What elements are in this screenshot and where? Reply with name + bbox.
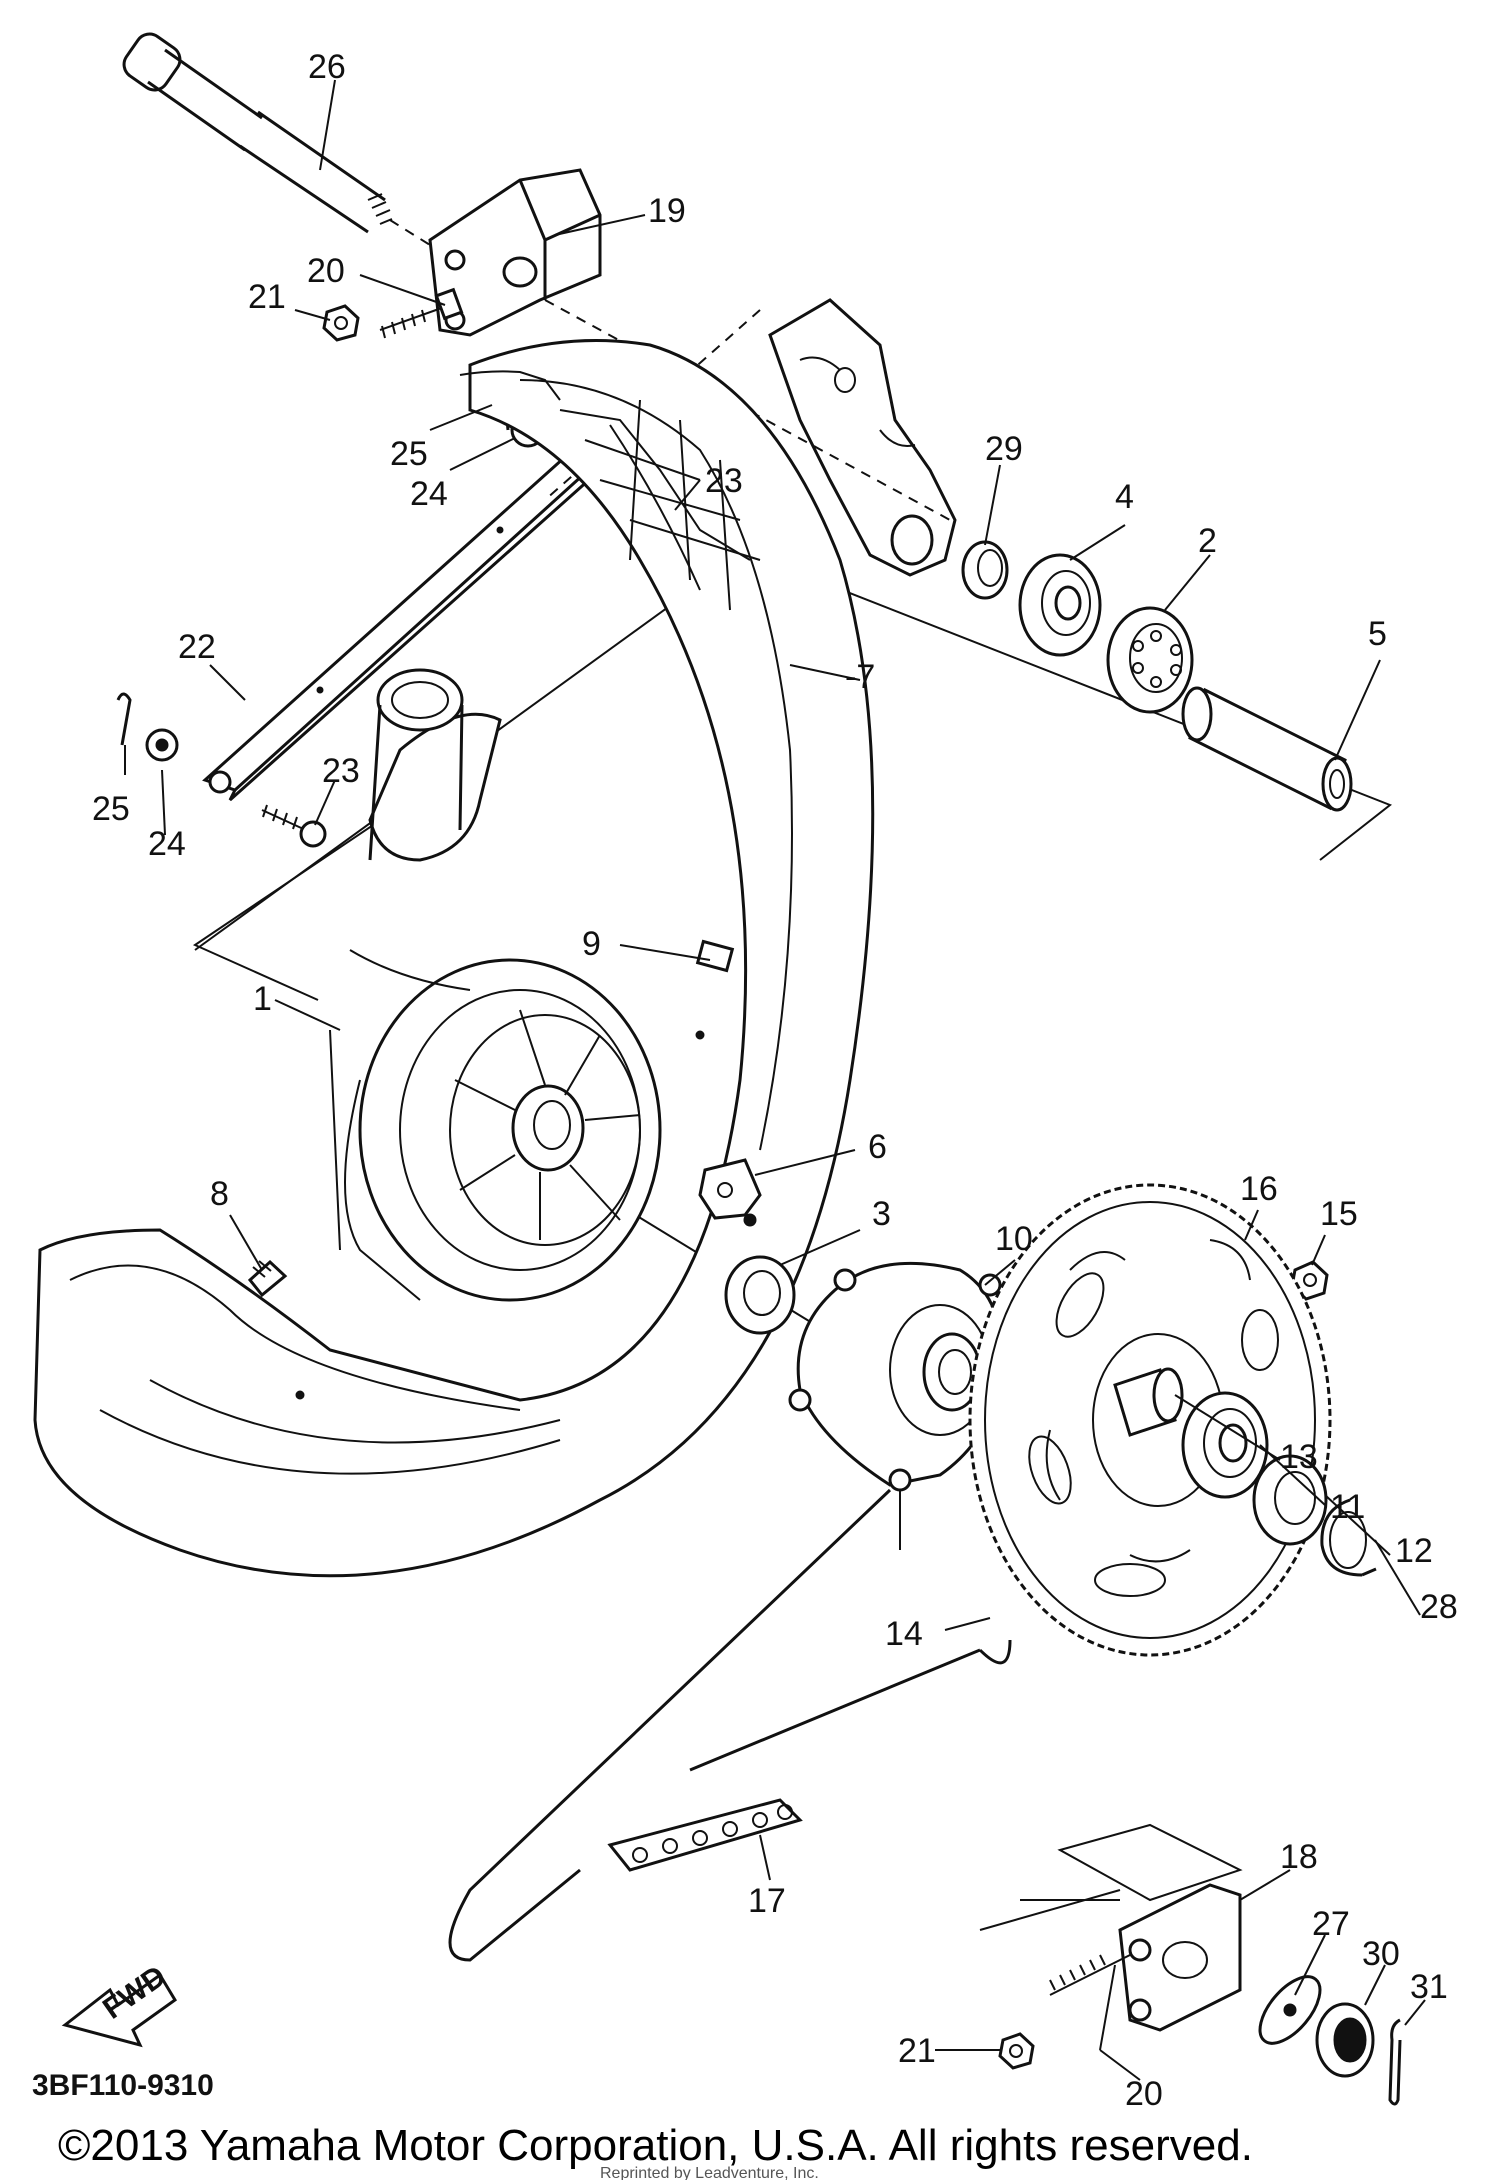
callout-20-top: 20 (307, 252, 345, 290)
callout-5: 5 (1368, 615, 1387, 653)
callout-31: 31 (1410, 1968, 1448, 2006)
nut-part-21-top (322, 304, 360, 342)
cotter-pin-part-31 (1388, 2018, 1402, 2106)
oil-seal-part-12 (1252, 1454, 1328, 1546)
callout-17: 17 (748, 1882, 786, 1920)
callout-26: 26 (308, 48, 346, 86)
nut-part-21-bottom (998, 2032, 1035, 2070)
bearing-part-2 (1106, 606, 1194, 714)
adjuster-bolt-part-20-bottom (1049, 1954, 1141, 2081)
callout-23-bottom: 23 (322, 752, 360, 790)
castle-nut-part-30 (1315, 2002, 1375, 2078)
callout-14: 14 (885, 1615, 923, 1653)
callout-23-top: 23 (705, 462, 743, 500)
callout-8: 8 (210, 1175, 229, 1213)
part-callouts: 26 19 20 21 25 24 23 29 4 2 22 -7 5 25 2… (92, 48, 1458, 2113)
callout-12: 12 (1395, 1532, 1433, 1570)
collar-part-13 (1113, 1367, 1184, 1437)
callout-11: 11 (1330, 1488, 1365, 1526)
castle-nut-part-24-bottom (145, 728, 179, 762)
axle-part-26 (122, 32, 431, 246)
callout-leader-lines (124, 79, 1426, 2051)
damper-part-6 (698, 1158, 762, 1227)
callout-19: 19 (648, 192, 686, 230)
callout-21-bottom: 21 (898, 2032, 936, 2070)
callout-28: 28 (1420, 1588, 1458, 1626)
callout-24-top: 24 (410, 475, 448, 513)
callout-20-bottom: 20 (1125, 2075, 1163, 2113)
callout-22: 22 (178, 628, 216, 666)
air-valve-part-8 (247, 1259, 288, 1298)
bearing-part-3 (724, 1255, 796, 1335)
circlip-part-28 (1320, 1498, 1377, 1577)
callout-7: -7 (845, 658, 875, 696)
callout-24-bottom: 24 (148, 825, 186, 863)
balance-weight-part-9 (695, 939, 735, 973)
callout-15: 15 (1320, 1195, 1358, 1233)
spacer-part-29 (961, 540, 1009, 600)
callout-1: 1 (253, 980, 272, 1018)
bearing-part-11 (1181, 1391, 1269, 1499)
brake-caliper-bracket (768, 298, 957, 577)
collar-part-5 (1181, 686, 1353, 812)
rear-tire-part-7 (33, 339, 875, 1578)
callout-21-top: 21 (248, 278, 286, 316)
callout-2: 2 (1198, 522, 1217, 560)
washer-part-27 (1258, 1975, 1322, 2045)
callout-25-bottom: 25 (92, 790, 130, 828)
callout-3: 3 (872, 1195, 891, 1233)
rear-wheel-part-1 (295, 668, 705, 1400)
callout-18: 18 (1280, 1838, 1318, 1876)
drive-chain-part-17 (448, 1488, 1012, 1962)
forward-direction-arrow: FWD (61, 1960, 177, 2048)
callout-4: 4 (1115, 478, 1134, 516)
callout-25-top: 25 (390, 435, 428, 473)
callout-10: 10 (995, 1220, 1033, 1258)
bolt-part-23-bottom (261, 804, 327, 848)
bearing-part-4 (1018, 553, 1102, 657)
chain-adjuster-part-18 (979, 1823, 1243, 2032)
callout-16: 16 (1240, 1170, 1278, 1208)
reprint-note: Reprinted by Leadventure, Inc. (600, 2165, 819, 2180)
callout-6: 6 (868, 1128, 887, 1166)
callout-9: 9 (582, 925, 601, 963)
callout-30: 30 (1362, 1935, 1400, 1973)
adjuster-bolt-part-20-top (379, 287, 464, 339)
copyright-notice: ©2013 Yamaha Motor Corporation, U.S.A. A… (58, 2121, 1253, 2170)
callout-29: 29 (985, 430, 1023, 468)
diagram-reference-code: 3BF110-9310 (32, 2069, 214, 2102)
callout-27: 27 (1312, 1905, 1350, 1943)
cotter-pin-part-25-bottom (116, 692, 132, 746)
callout-13: 13 (1280, 1438, 1318, 1476)
